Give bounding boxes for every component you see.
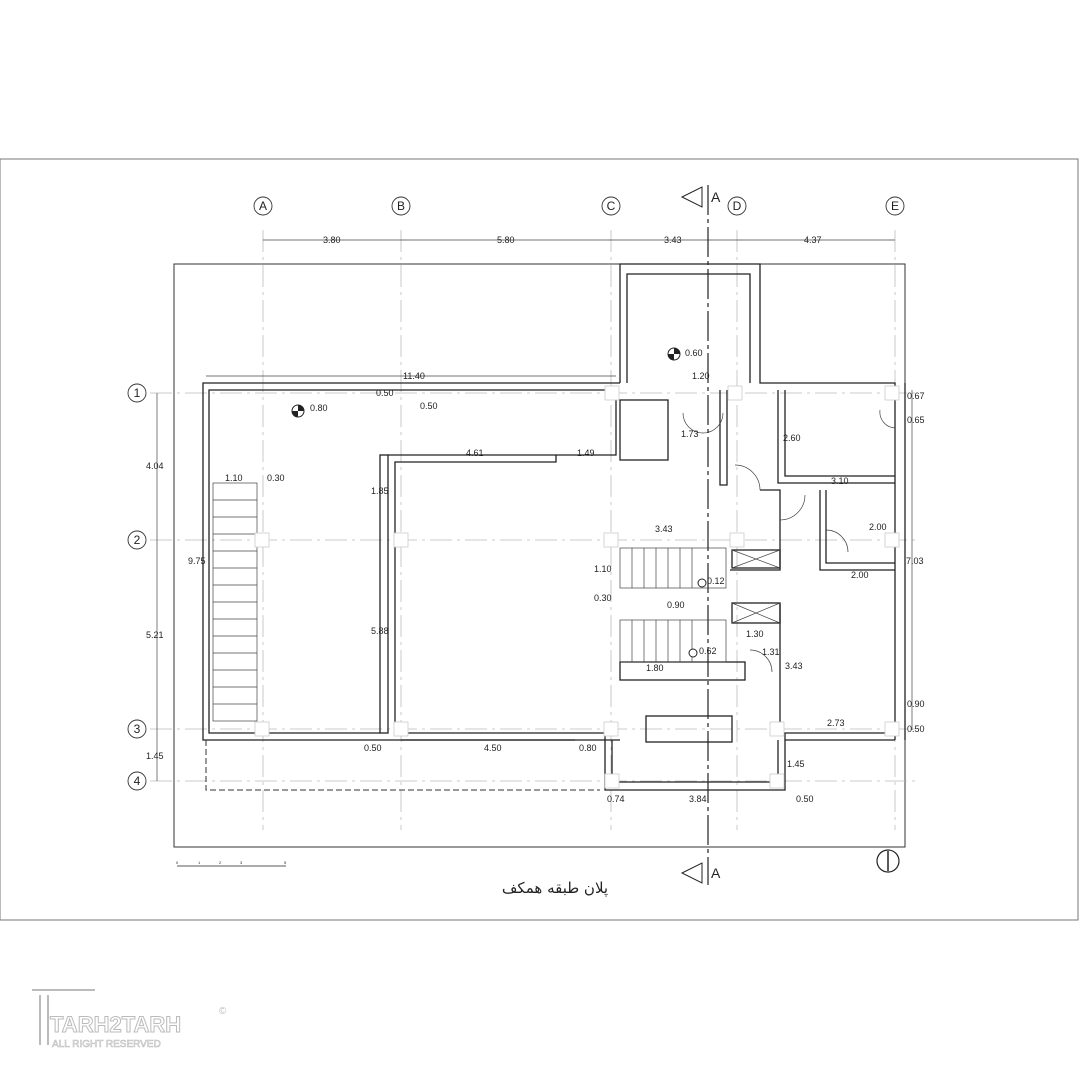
svg-text:0.12: 0.12: [707, 576, 725, 586]
svg-text:D: D: [733, 199, 742, 213]
svg-text:1.85: 1.85: [371, 486, 389, 496]
svg-text:1: 1: [134, 386, 141, 400]
svg-text:3: 3: [240, 860, 243, 865]
stair-center: [619, 547, 781, 663]
svg-text:1: 1: [198, 860, 201, 865]
dimension-lines: [156, 239, 913, 781]
svg-text:4.50: 4.50: [484, 743, 502, 753]
svg-text:4.61: 4.61: [466, 448, 484, 458]
svg-text:A: A: [711, 865, 721, 881]
svg-text:0.60: 0.60: [685, 348, 703, 358]
sheet-frame: [0, 158, 1079, 921]
stair-left: [212, 482, 258, 722]
svg-text:1.31: 1.31: [762, 647, 780, 657]
svg-text:TARH2TARH: TARH2TARH: [50, 1012, 181, 1037]
grid-bubble-4: 4: [127, 771, 147, 791]
section-marker-bottom: A: [680, 862, 721, 884]
drawing-title: پلان طبقه همکف: [502, 879, 608, 898]
svg-text:1.45: 1.45: [146, 751, 164, 761]
north-arrow-icon: [876, 849, 900, 873]
svg-text:4.37: 4.37: [804, 235, 822, 245]
svg-text:E: E: [891, 199, 899, 213]
svg-text:ALL RIGHT RESERVED: ALL RIGHT RESERVED: [52, 1039, 161, 1050]
svg-text:1.80: 1.80: [646, 663, 664, 673]
watermark-logo: TARH2TARH ALL RIGHT RESERVED ©: [32, 989, 227, 1050]
svg-text:0.62: 0.62: [699, 646, 717, 656]
svg-text:4.04: 4.04: [146, 461, 164, 471]
level-marker: 0.60: [667, 347, 703, 361]
svg-text:0.50: 0.50: [907, 724, 925, 734]
grid-bubble-c: C: [601, 196, 621, 216]
dimension-labels: 11.40 0.50 0.50 1.20 1.73 0.67 0.65 2.60…: [225, 371, 925, 804]
door-swings: [682, 409, 896, 673]
svg-text:2.73: 2.73: [827, 718, 845, 728]
svg-text:0.50: 0.50: [376, 388, 394, 398]
svg-text:1.20: 1.20: [692, 371, 710, 381]
svg-text:7.03: 7.03: [906, 556, 924, 566]
level-marker: 0.12: [697, 576, 725, 588]
grid-bubble-b: B: [391, 196, 411, 216]
grid-bubble-e: E: [885, 196, 905, 216]
svg-text:2.00: 2.00: [869, 522, 887, 532]
svg-text:3.84: 3.84: [689, 794, 707, 804]
svg-text:3.43: 3.43: [785, 661, 803, 671]
svg-text:0.67: 0.67: [907, 391, 925, 401]
svg-text:B: B: [397, 199, 405, 213]
svg-text:0.65: 0.65: [907, 415, 925, 425]
svg-text:5.21: 5.21: [146, 630, 164, 640]
svg-text:3.10: 3.10: [831, 476, 849, 486]
porch-outline: [205, 740, 600, 791]
svg-text:0.80: 0.80: [310, 403, 328, 413]
columns: [254, 385, 900, 789]
svg-text:4: 4: [134, 774, 141, 788]
svg-text:3: 3: [134, 722, 141, 736]
grid-bubble-3: 3: [127, 719, 147, 739]
section-marker-top: A: [680, 186, 721, 208]
svg-text:5.88: 5.88: [371, 626, 389, 636]
svg-text:0.30: 0.30: [594, 593, 612, 603]
svg-text:11.40: 11.40: [403, 371, 425, 381]
svg-text:9.75: 9.75: [188, 556, 206, 566]
svg-text:A: A: [259, 199, 267, 213]
svg-text:3.43: 3.43: [655, 524, 673, 534]
level-marker: 0.80: [291, 403, 328, 418]
walls: [202, 263, 906, 791]
svg-text:2: 2: [134, 533, 141, 547]
svg-text:A: A: [711, 189, 721, 205]
svg-text:1.45: 1.45: [787, 759, 805, 769]
svg-text:1.10: 1.10: [225, 473, 243, 483]
svg-text:0.90: 0.90: [667, 600, 685, 610]
grid-spacing-labels: 3.80 5.80 3.43 4.37 4.04 5.21 1.45 9.75: [146, 235, 822, 761]
svg-text:1.30: 1.30: [746, 629, 764, 639]
svg-text:©: ©: [219, 1006, 227, 1017]
svg-text:0.80: 0.80: [579, 743, 597, 753]
svg-text:0.50: 0.50: [420, 401, 438, 411]
svg-text:5: 5: [284, 860, 287, 865]
svg-text:1.49: 1.49: [577, 448, 595, 458]
level-marker: 0.62: [688, 646, 717, 658]
svg-text:5.80: 5.80: [497, 235, 515, 245]
svg-text:0.30: 0.30: [267, 473, 285, 483]
svg-text:0.74: 0.74: [607, 794, 625, 804]
svg-text:0: 0: [176, 860, 179, 865]
svg-text:2: 2: [219, 860, 222, 865]
svg-text:3.80: 3.80: [323, 235, 341, 245]
grid-bubble-d: D: [727, 196, 747, 216]
svg-text:C: C: [607, 199, 616, 213]
svg-text:1.73: 1.73: [681, 429, 699, 439]
grid-bubble-2: 2: [127, 530, 147, 550]
scale-bar: 0 1 2 3 5: [176, 860, 287, 867]
svg-text:0.90: 0.90: [907, 699, 925, 709]
grid-bubble-a: A: [253, 196, 273, 216]
svg-text:3.43: 3.43: [664, 235, 682, 245]
grid-bubble-1: 1: [127, 383, 147, 403]
svg-text:1.10: 1.10: [594, 564, 612, 574]
svg-text:0.50: 0.50: [364, 743, 382, 753]
svg-text:2.60: 2.60: [783, 433, 801, 443]
svg-text:2.00: 2.00: [851, 570, 869, 580]
svg-text:0.50: 0.50: [796, 794, 814, 804]
